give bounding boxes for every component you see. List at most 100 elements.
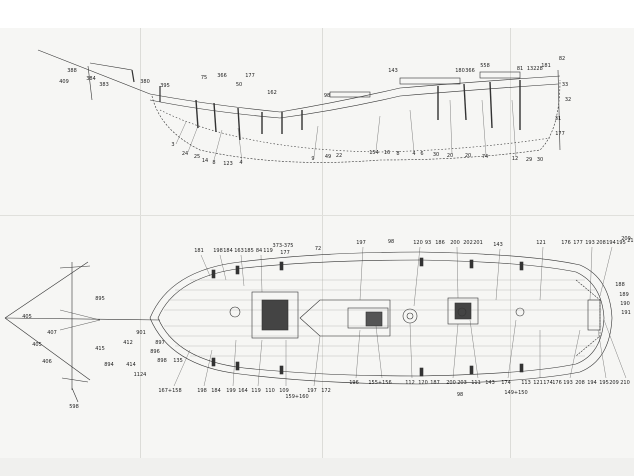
deck-plan-drawing [4, 246, 627, 403]
callout-number: 16 [384, 150, 390, 156]
callout-number: 143 [493, 242, 503, 248]
side-elevation-drawing [37, 49, 561, 163]
callout-number: 194 [587, 380, 597, 386]
paper-fold-line [0, 215, 634, 216]
callout-number: 558 [480, 63, 490, 69]
callout-number: 405 [22, 314, 32, 320]
callout-number: 120 [418, 380, 428, 386]
callout-number: 172 [321, 388, 331, 394]
callout-number: 208 [596, 240, 606, 246]
callout-number: 193 [563, 380, 573, 386]
callout-number: 110 [265, 388, 275, 394]
callout-number: 24 [182, 151, 188, 157]
callout-number: 98 [388, 239, 394, 245]
callout-number: 187 [430, 380, 440, 386]
jib-boom-line [89, 62, 133, 71]
callout-number: 120 [413, 240, 423, 246]
grating [261, 299, 289, 331]
callout-number: 177 [280, 250, 290, 256]
callout-number: 228 [533, 66, 543, 72]
callout-number: 894 [104, 362, 114, 368]
callout-number: 12 [512, 156, 518, 162]
bowsprit-plan [4, 317, 161, 321]
callout-number: 109 [279, 388, 289, 394]
callout-number: 184 [223, 248, 233, 254]
callout-number: 50 [236, 82, 242, 88]
callout-number: 20 [447, 153, 453, 159]
callout-number: 149+150 [504, 390, 527, 396]
callout-number: 180 [455, 68, 465, 74]
callout-number: 190 [620, 301, 630, 307]
callout-number: 31 [555, 116, 561, 122]
callout-number: 395 [160, 83, 170, 89]
callout-number: 405 [32, 342, 42, 348]
hull-outline [151, 79, 561, 163]
callout-number: 176 [552, 380, 562, 386]
callout-number: 177 [245, 73, 255, 79]
callout-number: 409 [59, 79, 69, 85]
callout-number: 82 [559, 56, 565, 62]
callout-number: 98 [324, 93, 330, 99]
callout-number: 112 [405, 380, 415, 386]
capstan [402, 308, 418, 324]
callout-number: 203 [457, 380, 467, 386]
callout-number: 164 [238, 388, 248, 394]
callout-number: 200 [446, 380, 456, 386]
callout-number: 143 [388, 68, 398, 74]
callout-number: 8 [212, 160, 215, 166]
callout-number: 159+160 [285, 394, 308, 400]
callout-number: 75 [201, 75, 207, 81]
callout-number: 407 [47, 330, 57, 336]
callout-number: 14 [202, 158, 208, 164]
callout-number: 13 [527, 66, 533, 72]
callout-number: 176 [561, 240, 571, 246]
callout-number: 202 [463, 240, 473, 246]
callout-number: 198 [213, 248, 223, 254]
rail-line [149, 83, 559, 119]
jib-stay [4, 317, 91, 381]
callout-number: 154 [369, 150, 379, 156]
callout-number: 20 [465, 153, 471, 159]
callout-number: 33 [562, 82, 568, 88]
callout-number: 98 [457, 392, 463, 398]
callout-number: 188 [615, 282, 625, 288]
callout-number: 373-375 [273, 243, 294, 249]
callout-number: 181 [194, 248, 204, 254]
callout-number: 181 [541, 63, 551, 69]
callout-number: 74 [482, 154, 488, 160]
callout-number: 174 [543, 380, 553, 386]
callout-number: 898 [157, 358, 167, 364]
callout-number: 3 [171, 142, 174, 148]
callout-number: 123 [223, 161, 233, 167]
callout-number: 30 [537, 157, 543, 163]
callout-number: 191 [621, 310, 631, 316]
callout-number: 163 [234, 248, 244, 254]
callout-number: 81 [517, 66, 523, 72]
callout-number: 414 [126, 362, 136, 368]
callout-number: 208 [575, 380, 585, 386]
callout-number: 200 [450, 240, 460, 246]
callout-number: 119 [263, 248, 273, 254]
callout-number: 415 [95, 346, 105, 352]
callout-number: 197 [356, 240, 366, 246]
callout-number: 210 [620, 380, 630, 386]
waterline [159, 109, 551, 153]
main-hatch [251, 291, 299, 339]
callout-number: 174 [501, 380, 511, 386]
callout-number: 135 [173, 358, 183, 364]
callout-number: 155+156 [368, 380, 391, 386]
callout-number: 895 [95, 296, 105, 302]
callout-number: 177 [573, 240, 583, 246]
callout-number: 49 [325, 154, 331, 160]
callout-number: 189 [619, 292, 629, 298]
callout-number: 897 [155, 340, 165, 346]
callout-number: 195 [599, 380, 609, 386]
background-bottom [0, 458, 634, 476]
callout-number: 209 [609, 380, 619, 386]
bowsprit-line [37, 49, 151, 95]
cannons [211, 257, 524, 377]
jib-stay [4, 261, 89, 319]
callout-number: 30 [433, 152, 439, 158]
callout-number: 901 [136, 330, 146, 336]
